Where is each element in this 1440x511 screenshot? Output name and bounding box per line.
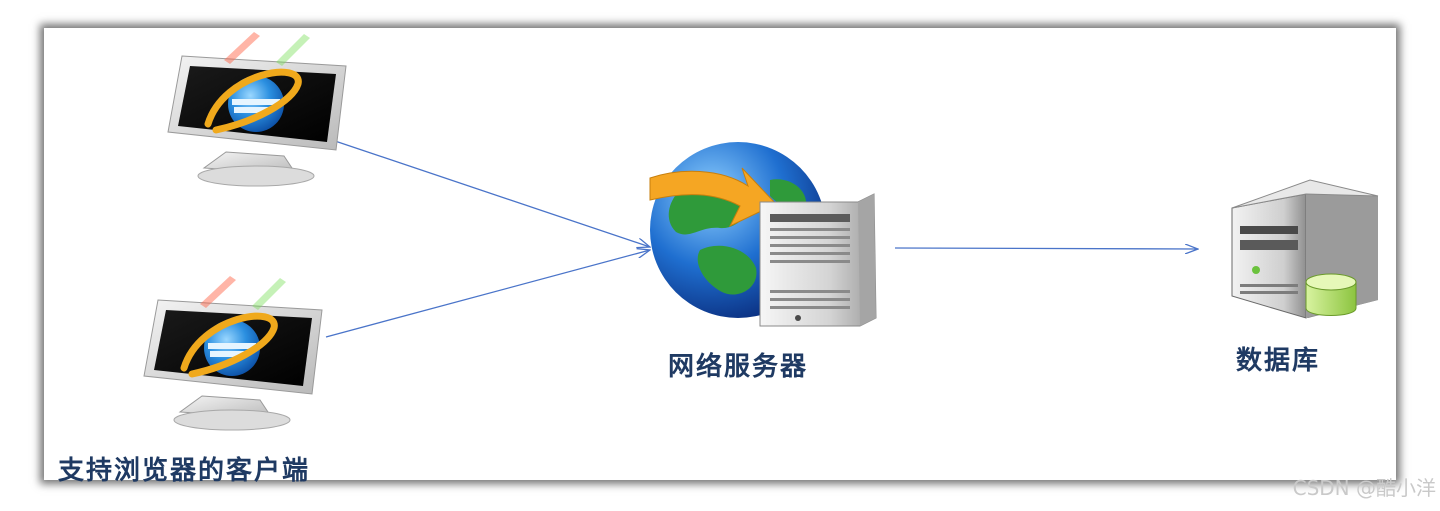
watermark: CSDN @酷小洋 [1292,476,1436,500]
arrow-client1-to-server [331,139,650,247]
server-label: 网络服务器 [668,352,809,382]
database-label: 数据库 [1236,346,1321,376]
database-server-icon [1231,179,1379,319]
clients-label: 支持浏览器的客户端 [58,456,311,486]
ie-monitor-icon [143,276,323,431]
ie-monitor-icon [167,32,347,187]
arrow-server-to-database [894,248,1198,249]
arrow-client2-to-server [325,250,650,338]
globe-server-icon [649,142,877,327]
